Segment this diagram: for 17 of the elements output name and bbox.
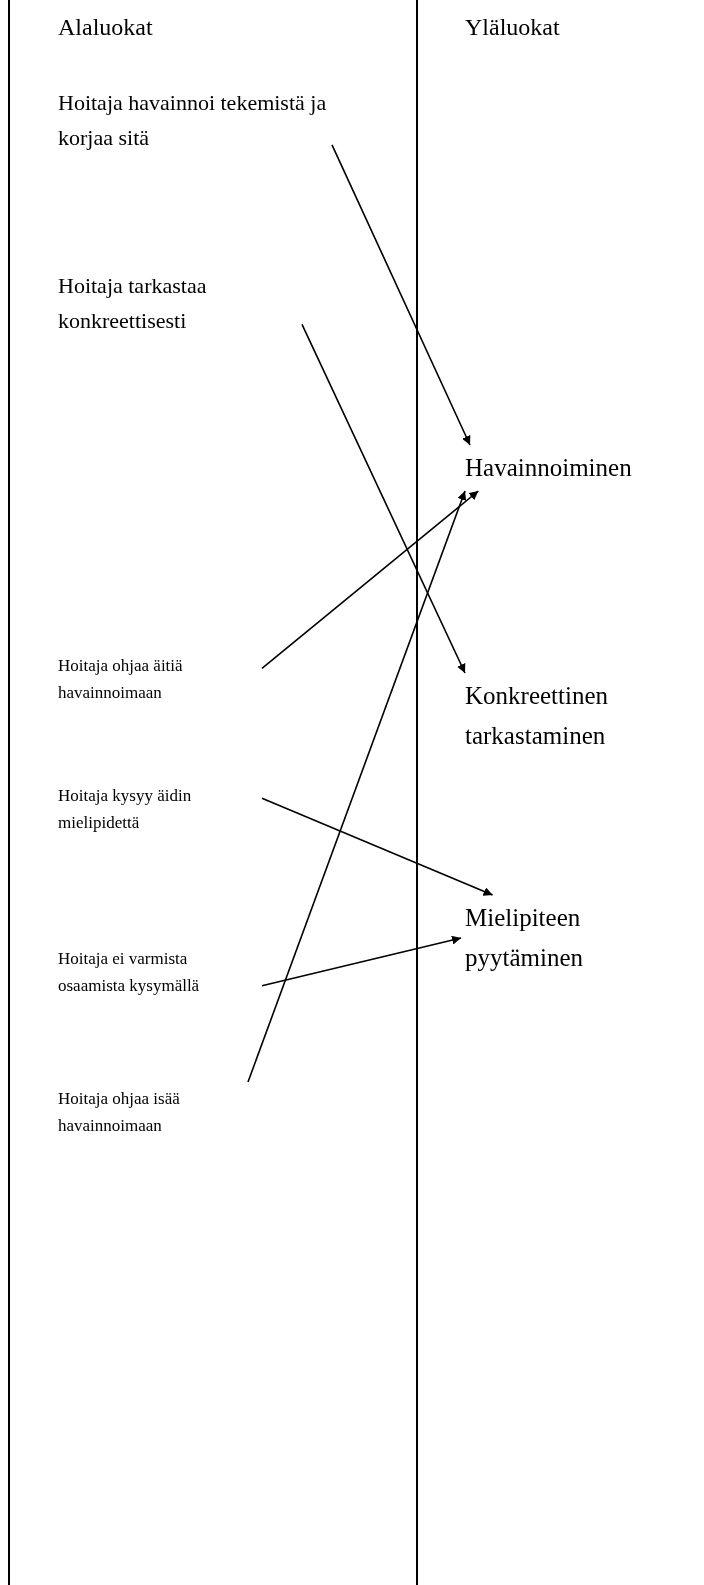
arrow xyxy=(261,797,494,896)
arrow xyxy=(261,490,480,670)
category-text: Hoitaja kysyy äidin mielipidettä xyxy=(58,782,258,837)
category-text: Hoitaja tarkastaa konkreettisesti xyxy=(58,268,298,339)
arrow xyxy=(247,490,467,1083)
column-heading: Alaluokat xyxy=(58,14,153,41)
arrow xyxy=(301,323,466,674)
arrow xyxy=(261,935,462,987)
category-text: Hoitaja ei varmista osaamista kysymällä xyxy=(58,945,258,1000)
category-text: Hoitaja ohjaa isää havainnoimaan xyxy=(58,1085,258,1140)
arrow xyxy=(331,144,471,446)
column-heading: Yläluokat xyxy=(465,14,560,41)
category-text: Konkreettinen tarkastaminen xyxy=(465,676,695,756)
category-text: Havainnoiminen xyxy=(465,448,632,488)
category-text: Mielipiteen pyytäminen xyxy=(465,898,695,978)
category-text: Hoitaja havainnoi tekemistä ja korjaa sitä xyxy=(58,85,328,156)
category-text: Hoitaja ohjaa äitiä havainnoimaan xyxy=(58,652,258,707)
